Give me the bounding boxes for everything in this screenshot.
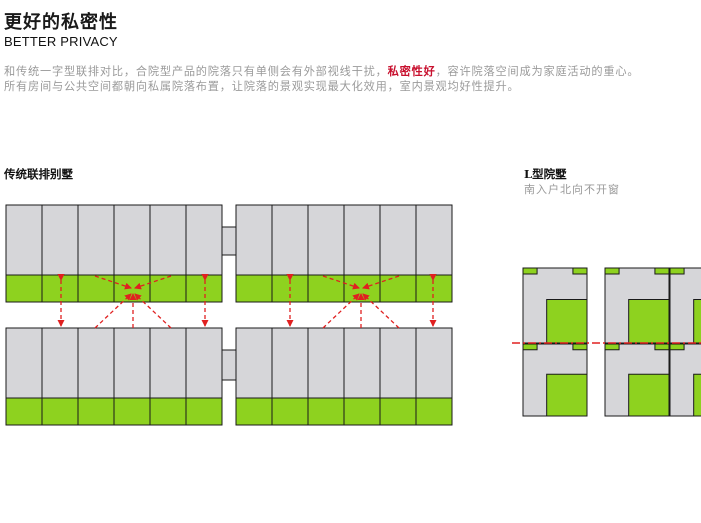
townhouse-unit <box>5 204 43 276</box>
l-shaped-courtyard-label: L型院墅 <box>524 167 567 181</box>
townhouse-unit <box>343 327 381 399</box>
townhouse-unit <box>5 327 43 399</box>
townhouse-unit <box>185 204 223 276</box>
block-connector <box>221 349 237 381</box>
townhouse-unit <box>343 204 381 276</box>
entry-garden <box>604 343 620 351</box>
townhouse-garden <box>77 397 115 426</box>
page-subtitle-en: BETTER PRIVACY <box>4 34 118 49</box>
description-paragraph: 和传统一字型联排对比，合院型产品的院落只有单侧会有外部视线干扰，私密性好，容许院… <box>4 65 644 94</box>
townhouse-unit <box>149 204 187 276</box>
sightline-arrow <box>322 275 360 290</box>
sightline-arrow <box>362 293 400 329</box>
townhouse-unit <box>185 327 223 399</box>
private-courtyard <box>546 299 588 344</box>
traditional-sightlines <box>57 274 437 329</box>
private-courtyard <box>628 299 670 344</box>
townhouse-garden <box>41 274 79 303</box>
entry-garden <box>522 343 538 351</box>
description-text-2: ，容许院落空间成为家庭活动的重心。所有房间与公共空间都朝向私属院落布置，让院落的… <box>4 65 640 93</box>
townhouse-garden <box>5 397 43 426</box>
townhouse-garden <box>307 397 345 426</box>
townhouse-garden <box>113 274 151 303</box>
private-courtyard <box>628 373 670 417</box>
townhouse-garden <box>343 397 381 426</box>
townhouse-garden <box>149 274 187 303</box>
page-title: 更好的私密性 <box>4 12 118 33</box>
traditional-townhouse-label: 传统联排别墅 <box>4 167 73 181</box>
townhouse-unit <box>77 204 115 276</box>
townhouse-unit <box>77 327 115 399</box>
townhouse-unit <box>379 204 417 276</box>
townhouse-unit <box>271 204 309 276</box>
sightline-arrow <box>134 293 172 329</box>
townhouse-garden <box>149 397 187 426</box>
townhouse-garden <box>185 274 223 303</box>
townhouse-garden <box>113 397 151 426</box>
townhouse-unit <box>235 204 273 276</box>
townhouse-unit <box>415 327 453 399</box>
sightline-arrow <box>134 275 172 290</box>
townhouse-unit <box>415 204 453 276</box>
entry-garden <box>572 343 588 351</box>
sightline-arrow <box>94 275 132 290</box>
l-shaped-courtyard-plan <box>512 267 701 417</box>
townhouse-unit <box>307 204 345 276</box>
townhouse-garden <box>77 274 115 303</box>
description-text-1: 和传统一字型联排对比，合院型产品的院落只有单侧会有外部视线干扰， <box>4 65 388 78</box>
townhouse-garden <box>415 397 453 426</box>
l-shaped-courtyard-sublabel: 南入户北向不开窗 <box>524 183 620 196</box>
townhouse-garden <box>343 274 381 303</box>
entry-garden <box>654 267 670 275</box>
townhouse-unit <box>307 327 345 399</box>
townhouse-garden <box>379 274 417 303</box>
private-courtyard <box>693 299 701 344</box>
townhouse-garden <box>235 397 273 426</box>
townhouse-garden <box>379 397 417 426</box>
townhouse-unit <box>113 204 151 276</box>
block-connector <box>221 226 237 256</box>
townhouse-garden <box>41 397 79 426</box>
townhouse-unit <box>379 327 417 399</box>
townhouse-garden <box>307 274 345 303</box>
townhouse-unit <box>41 327 79 399</box>
private-courtyard <box>693 373 701 417</box>
private-courtyard <box>546 373 588 417</box>
townhouse-unit <box>149 327 187 399</box>
townhouse-garden <box>185 397 223 426</box>
entry-garden <box>654 343 670 351</box>
sightline-arrow <box>362 275 400 290</box>
townhouse-garden <box>235 274 273 303</box>
townhouse-garden <box>5 274 43 303</box>
townhouse-unit <box>271 327 309 399</box>
townhouse-unit <box>235 327 273 399</box>
townhouse-garden <box>271 397 309 426</box>
sightline-arrow <box>94 293 132 329</box>
townhouse-unit <box>41 204 79 276</box>
entry-garden <box>572 267 588 275</box>
entry-garden <box>669 343 685 351</box>
description-highlight: 私密性好 <box>387 65 436 78</box>
traditional-townhouse-plan <box>5 204 453 426</box>
entry-garden <box>669 267 685 275</box>
entry-garden <box>604 267 620 275</box>
sightline-arrow <box>322 293 360 329</box>
entry-garden <box>522 267 538 275</box>
townhouse-garden <box>415 274 453 303</box>
townhouse-unit <box>113 327 151 399</box>
